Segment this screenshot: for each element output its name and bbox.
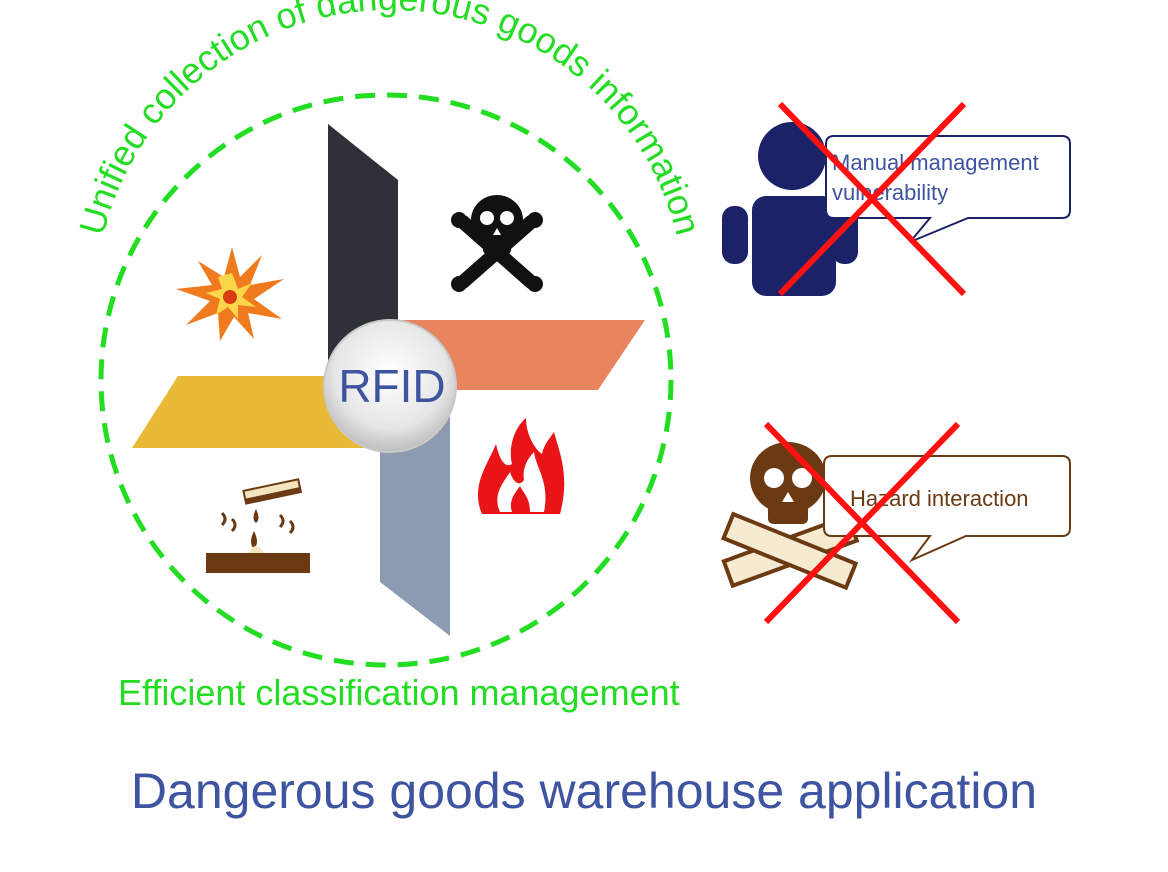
page-title: Dangerous goods warehouse application — [130, 763, 1038, 819]
corrosive-icon — [206, 478, 310, 573]
flame-icon — [477, 418, 565, 514]
blade-orange — [398, 320, 645, 390]
toxic-skull-icon — [451, 195, 543, 292]
caption-bottom: Efficient classification management — [118, 672, 680, 713]
person-icon — [722, 122, 858, 296]
rfid-hub: RFID — [323, 319, 457, 453]
explosion-icon — [176, 247, 284, 341]
svg-text:Manual management vulner: Manual management vulnerability — [832, 150, 1045, 205]
skull-crossbones-icon — [720, 442, 860, 591]
callout-manual-line1: Manual management — [832, 150, 1039, 175]
callout-bubble-hazard: Hazard interaction — [823, 455, 1071, 563]
cross-out-hazard — [763, 421, 961, 625]
blade-black — [328, 124, 398, 372]
cross-out-manual — [777, 101, 967, 297]
rfid-label: RFID — [338, 360, 445, 412]
dashed-boundary-circle — [98, 92, 674, 668]
